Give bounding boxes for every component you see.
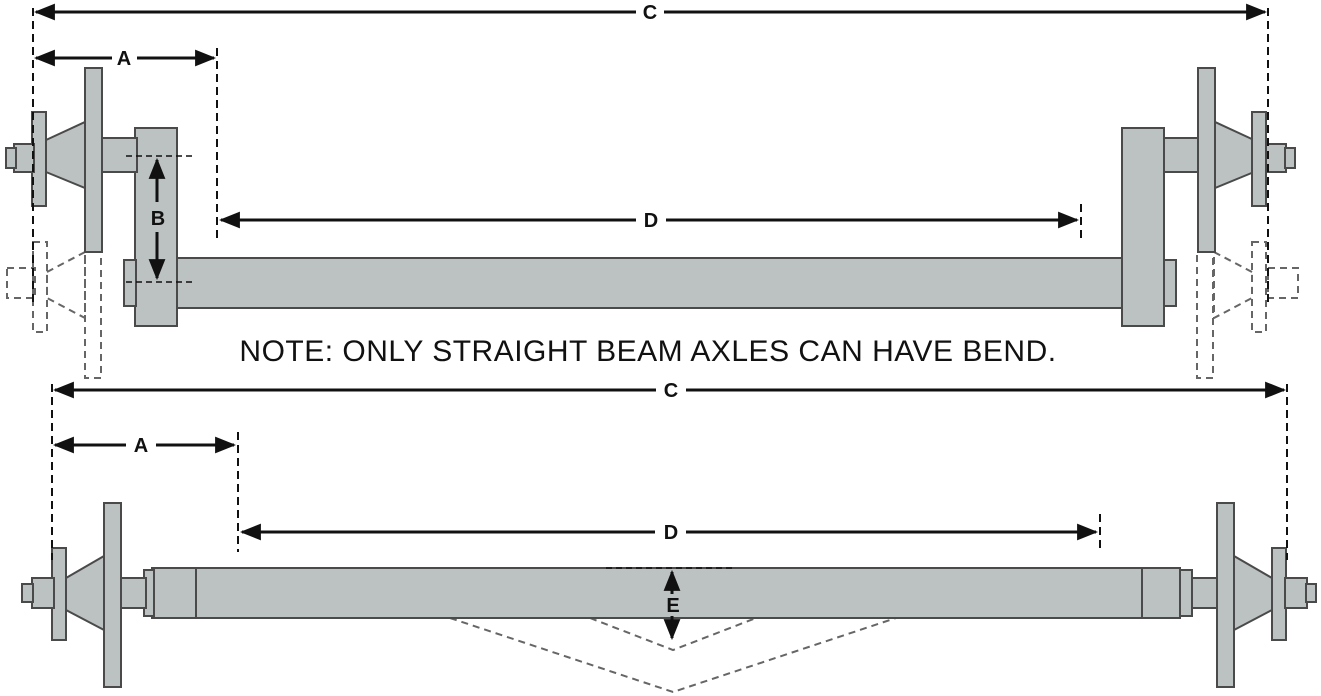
drop-axle-beam [167,257,1127,309]
dimension-a-bottom: A [52,435,237,457]
label-a-top: A [117,48,131,70]
left-beam-collar [151,567,197,619]
left-beam-end-cap [123,259,137,307]
ghost-right-hub [1196,241,1299,379]
dimension-c-top: C [33,2,1268,24]
ghost-left-hub [6,241,102,379]
bend-indicator [449,617,897,694]
right-beam-end-cap [1163,259,1177,307]
right-beam-collar-cap [1179,569,1193,617]
label-d-bottom: D [664,522,678,544]
right-hub [1163,67,1296,253]
label-c-top: C [643,2,657,24]
bend-indicator-inner [589,617,757,652]
right-beam-collar [1141,567,1181,619]
label-d-top: D [644,210,658,232]
label-c-bottom: C [664,380,678,402]
dimension-a-top: A [33,48,217,70]
note-text: NOTE: ONLY STRAIGHT BEAM AXLES CAN HAVE … [239,335,1056,368]
label-e: E [666,595,679,617]
left-hub [5,67,138,253]
right-hub-bottom [1191,502,1317,688]
dimension-c-bottom: C [52,380,1287,402]
straight-axle-diagram: C A D E [21,380,1317,694]
label-a-bottom: A [134,435,148,457]
left-hub-bottom [21,502,147,688]
drop-axle-diagram: C A B D NOTE: ONLY STRAIGHT BEAM AXLES C… [5,2,1299,379]
dimension-d-bottom: D [239,522,1099,544]
right-drop-arm [1121,127,1165,327]
label-b: B [151,208,165,230]
dimension-d-top: D [218,210,1080,232]
dimension-b: B [148,157,166,281]
dimension-e: E [663,569,681,641]
